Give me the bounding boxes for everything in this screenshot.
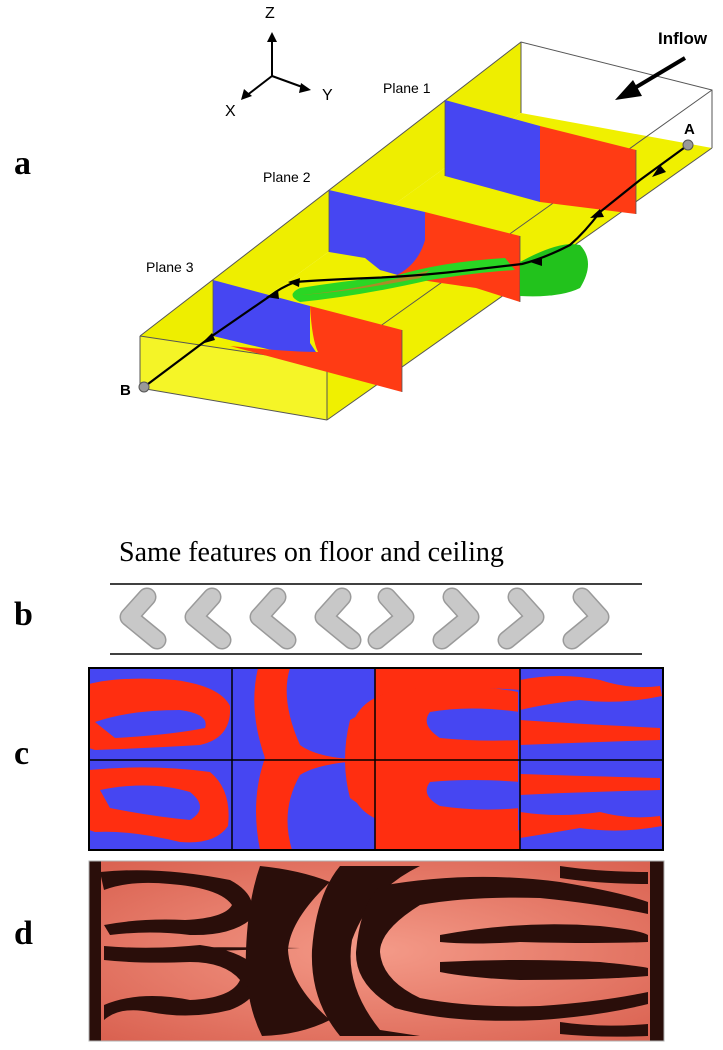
plane-2-label: Plane 2 [263,169,311,185]
panel-d-photograph [88,860,665,1042]
herringbone-groove [121,589,165,648]
z-axis-label: Z [265,5,275,22]
point-b-marker [138,381,150,393]
x-axis-label: X [225,103,236,120]
streamtube [292,244,588,302]
herringbone-groove [316,589,360,648]
inflow-label: Inflow [658,29,708,48]
herringbone-groove [434,589,478,648]
herringbone-groove [369,589,413,648]
herringbone-groove [499,589,543,648]
point-a-label: A [684,121,695,138]
plane-1-label: Plane 1 [383,80,431,96]
panel-b-herringbone: Same features on floor and ceiling [110,537,642,655]
plane-3 [212,280,403,392]
panel-b-caption: Same features on floor and ceiling [119,537,504,568]
panel-c-simulation [88,667,664,851]
panel-b-letter: b [14,596,33,633]
plane-3-label: Plane 3 [146,259,194,275]
herringbone-groove-set [119,587,610,650]
x-axis-arrow-icon [241,89,252,100]
panel-a-channel-3d: A B Plane 1 Plane 2 Plane 3 Inflow Z Y X [120,5,713,421]
simulation-grid [89,668,663,850]
inflow-arrow-icon [615,56,687,100]
y-axis-arrow-icon [299,83,311,93]
dark-fluid-bands [89,861,664,1041]
panel-a-letter: a [14,145,31,182]
z-axis-arrow-icon [267,32,277,42]
herringbone-groove [251,589,295,648]
herringbone-groove [186,589,230,648]
point-a-marker [682,139,694,151]
axes-triad [245,38,306,97]
panel-c-letter: c [14,735,30,772]
streamline [143,144,689,388]
herringbone-groove [564,589,608,648]
point-b-label: B [120,382,131,399]
plane-1 [444,100,637,214]
panel-d-letter: d [14,915,33,952]
y-axis-label: Y [322,87,333,104]
